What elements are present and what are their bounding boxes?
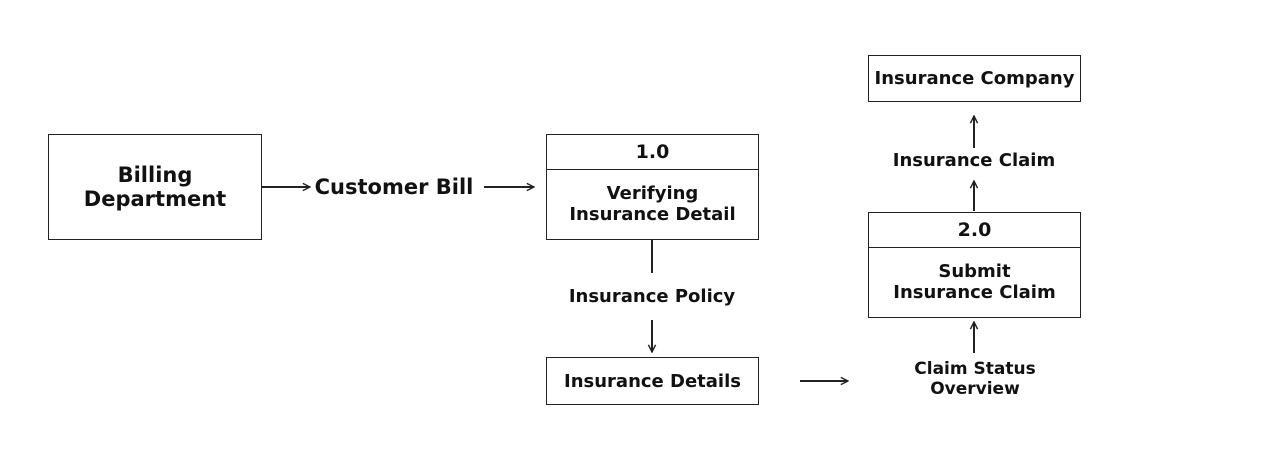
billing-department-label: Billing Department xyxy=(84,163,226,211)
insurance-company-label: Insurance Company xyxy=(874,68,1075,89)
process-2-name-line2: Insurance Claim xyxy=(893,282,1056,303)
process-2-name-line1: Submit xyxy=(938,261,1011,282)
insurance-company-entity: Insurance Company xyxy=(868,55,1081,102)
flow-label-insurance-claim: Insurance Claim xyxy=(892,150,1056,171)
process-2-id: 2.0 xyxy=(869,213,1080,248)
billing-label-line2: Department xyxy=(83,187,227,211)
claim-status-line2: Overview xyxy=(930,379,1020,399)
process-1-name: Verifying Insurance Detail xyxy=(547,169,758,239)
flow-label-insurance-policy: Insurance Policy xyxy=(568,286,736,307)
process-1-name-line1: Verifying xyxy=(606,183,699,204)
claim-status-line1: Claim Status xyxy=(914,359,1036,379)
flow-label-claim-status-overview: Claim Status Overview xyxy=(895,359,1055,399)
process-2-name: Submit Insurance Claim xyxy=(869,247,1080,317)
process-1-name-line2: Insurance Detail xyxy=(569,204,736,225)
process-2: 2.0 Submit Insurance Claim xyxy=(868,212,1081,318)
insurance-details-label: Insurance Details xyxy=(564,370,741,392)
insurance-details-store: Insurance Details xyxy=(546,357,759,405)
billing-department-entity: Billing Department xyxy=(48,134,262,240)
process-1-id: 1.0 xyxy=(547,135,758,170)
flow-label-customer-bill: Customer Bill xyxy=(314,175,474,199)
process-1: 1.0 Verifying Insurance Detail xyxy=(546,134,759,240)
billing-label-line1: Billing xyxy=(117,163,193,187)
